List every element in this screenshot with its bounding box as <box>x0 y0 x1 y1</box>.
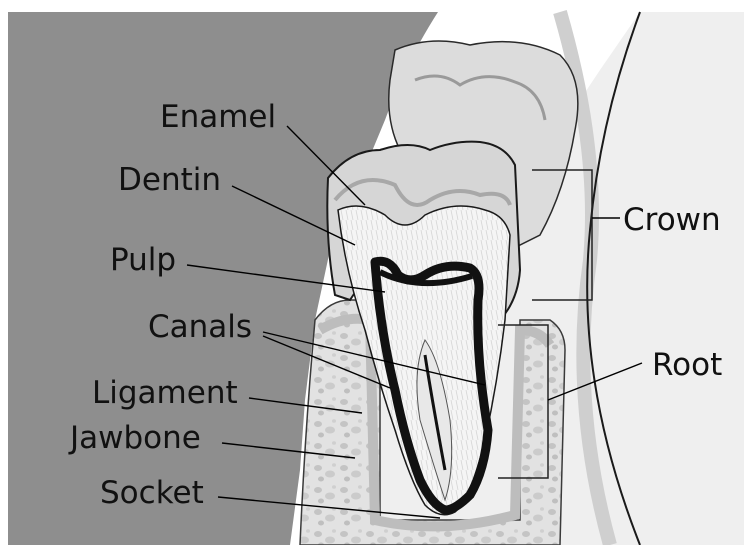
label-ligament: Ligament <box>92 375 238 411</box>
label-dentin: Dentin <box>118 162 221 198</box>
label-enamel: Enamel <box>160 99 276 135</box>
label-jawbone: Jawbone <box>68 420 201 456</box>
label-socket: Socket <box>100 475 204 511</box>
label-crown: Crown <box>623 202 721 238</box>
label-canals: Canals <box>148 309 252 345</box>
label-root: Root <box>652 347 722 383</box>
label-pulp: Pulp <box>110 242 176 278</box>
